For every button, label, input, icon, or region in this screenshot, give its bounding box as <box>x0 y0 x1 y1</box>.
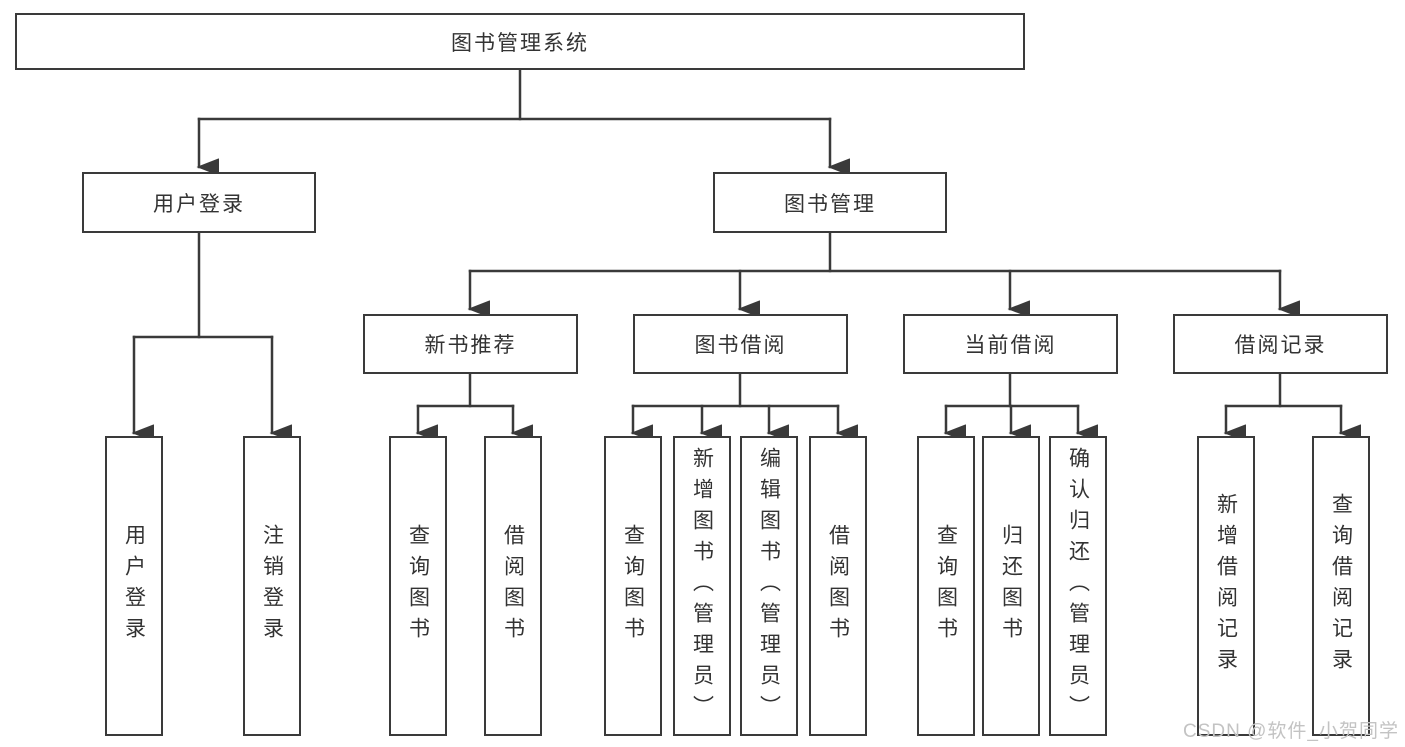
leaf-borrow-books-recommend: 借阅图书 <box>484 436 542 736</box>
connector-root <box>196 68 850 176</box>
leaf-query-books-borrowing-label: 查询图书 <box>621 524 645 648</box>
connector-user-login <box>131 231 292 442</box>
leaf-user-login: 用户登录 <box>105 436 163 736</box>
node-book-system: 图书管理系统 <box>15 13 1025 70</box>
node-book-borrowing: 图书借阅 <box>633 314 848 374</box>
node-book-borrowing-label: 图书借阅 <box>694 334 787 357</box>
connector-current-borrowing <box>943 372 1098 442</box>
leaf-return-books-label: 归还图书 <box>999 524 1023 648</box>
leaf-add-borrow-record: 新增借阅记录 <box>1197 436 1255 736</box>
node-new-book-recommend-label: 新书推荐 <box>424 334 517 357</box>
connector-borrowing-records <box>1223 372 1361 442</box>
leaf-borrow-books-recommend-label: 借阅图书 <box>501 524 525 648</box>
node-current-borrowing-label: 当前借阅 <box>964 334 1057 357</box>
leaf-confirm-return-admin: 确认归还（管理员） <box>1049 436 1107 736</box>
node-book-management: 图书管理 <box>713 172 947 233</box>
leaf-add-books-admin: 新增图书（管理员） <box>673 436 731 736</box>
leaf-query-borrow-record-label: 查询借阅记录 <box>1329 493 1353 679</box>
leaf-borrow-books-borrowing: 借阅图书 <box>809 436 867 736</box>
leaf-logout-label: 注销登录 <box>260 524 284 648</box>
connector-book-borrowing <box>630 372 858 442</box>
connector-book-management <box>467 231 1300 318</box>
leaf-edit-books-admin: 编辑图书（管理员） <box>740 436 798 736</box>
leaf-logout: 注销登录 <box>243 436 301 736</box>
leaf-query-books-recommend: 查询图书 <box>389 436 447 736</box>
leaf-query-books-current-label: 查询图书 <box>934 524 958 648</box>
leaf-user-login-label: 用户登录 <box>122 524 146 648</box>
node-current-borrowing: 当前借阅 <box>903 314 1118 374</box>
leaf-add-books-admin-label: 新增图书（管理员） <box>690 446 714 726</box>
node-borrowing-records-label: 借阅记录 <box>1234 334 1327 357</box>
leaf-query-books-borrowing: 查询图书 <box>604 436 662 736</box>
leaf-edit-books-admin-label: 编辑图书（管理员） <box>757 446 781 726</box>
node-borrowing-records: 借阅记录 <box>1173 314 1388 374</box>
leaf-add-borrow-record-label: 新增借阅记录 <box>1214 493 1238 679</box>
node-new-book-recommend: 新书推荐 <box>363 314 578 374</box>
leaf-borrow-books-borrowing-label: 借阅图书 <box>826 524 850 648</box>
node-book-system-label: 图书管理系统 <box>451 31 589 55</box>
leaf-confirm-return-admin-label: 确认归还（管理员） <box>1066 446 1090 726</box>
leaf-return-books: 归还图书 <box>982 436 1040 736</box>
leaf-query-books-recommend-label: 查询图书 <box>406 524 430 648</box>
leaf-query-borrow-record: 查询借阅记录 <box>1312 436 1370 736</box>
node-book-management-label: 图书管理 <box>784 192 876 216</box>
connector-new-book-recommend <box>415 372 533 442</box>
leaf-query-books-current: 查询图书 <box>917 436 975 736</box>
node-user-login: 用户登录 <box>82 172 316 233</box>
node-user-login-label: 用户登录 <box>153 192 245 216</box>
csdn-watermark: CSDN @软件_小贺同学 <box>1183 721 1399 742</box>
